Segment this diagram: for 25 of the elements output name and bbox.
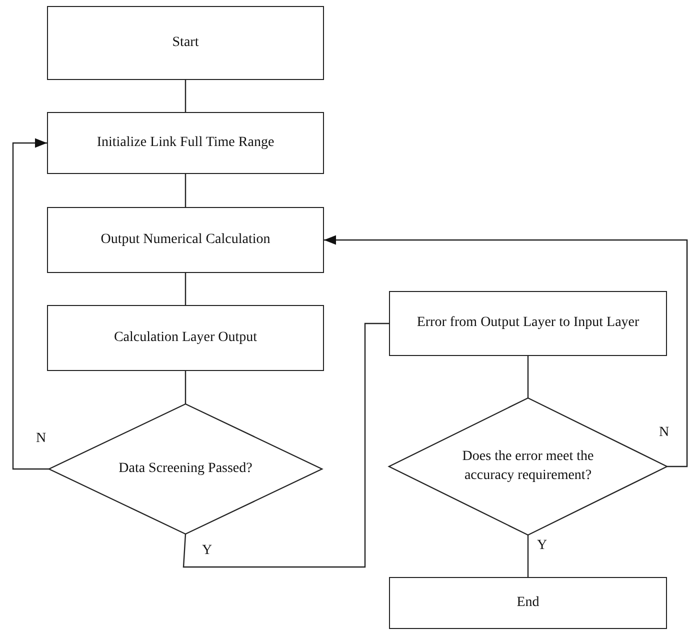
process-box	[47, 112, 324, 174]
process-box	[47, 207, 324, 273]
process-box	[389, 291, 667, 356]
connector-line	[527, 356, 529, 398]
arrow	[12, 138, 49, 470]
connector-line	[184, 174, 186, 207]
node-text: Error from Output Layer to Input Layer	[416, 314, 640, 332]
arrow	[324, 235, 688, 468]
process-box	[389, 577, 667, 629]
connector-line	[182, 322, 389, 568]
node-text: Data Screening Passed?	[118, 460, 254, 478]
node-text: Start	[171, 34, 200, 52]
node-text: Output Numerical Calculation	[100, 230, 272, 249]
connector-line	[184, 80, 186, 112]
node-text: End	[516, 594, 540, 612]
node-text: Does the error meet the accuracy requirement?	[461, 448, 595, 484]
node-text: Initialize Link Full Time Range	[96, 134, 276, 152]
decision-diamond	[49, 404, 322, 534]
connector-line	[184, 371, 186, 404]
node-text: Calculation Layer Output	[112, 328, 258, 347]
connector-line	[184, 273, 186, 305]
decision-diamond	[389, 398, 667, 535]
process-box	[47, 305, 324, 371]
connector-line	[527, 535, 529, 577]
process-box	[47, 6, 324, 80]
